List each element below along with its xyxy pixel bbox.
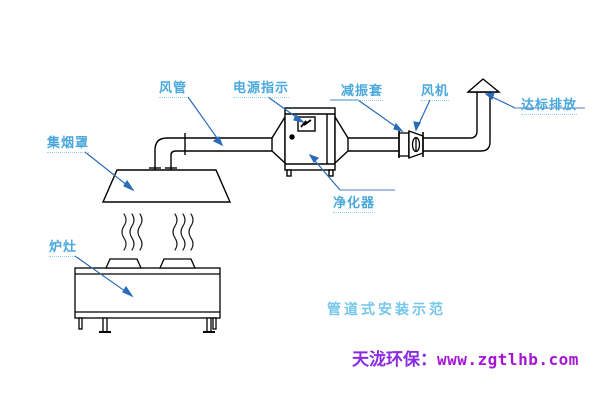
label-power-indicator: 电源指示	[233, 81, 290, 98]
stove-burner-right	[158, 258, 197, 269]
exhaust-duct-group	[423, 100, 491, 152]
purifier-foot-right	[328, 169, 334, 177]
pointer-fan-head	[413, 121, 421, 132]
stove-burner-left	[104, 258, 143, 269]
stack-cap-roof	[466, 78, 501, 93]
watermark: 天泷环保：www.zgtlhb.com	[352, 345, 579, 370]
label-fan: 风机	[421, 84, 450, 101]
duct-group	[149, 133, 272, 170]
pointer-duct	[187, 96, 223, 146]
pointer-stove	[74, 255, 133, 297]
smoke-wave-5	[180, 213, 186, 251]
smoke-wave-3	[137, 213, 143, 251]
purifier-foot-left	[286, 169, 292, 177]
pointer-hood-head	[123, 179, 135, 192]
pointer-exhaust-head	[484, 92, 495, 101]
duct-elbow-outer	[154, 137, 175, 170]
stove-group	[74, 258, 221, 333]
purifier-group	[271, 107, 349, 177]
pointer-duct-head	[212, 136, 224, 147]
duct-elbow-inner	[170, 150, 182, 170]
pointer-lines	[74, 92, 516, 298]
power-indicator-icon	[300, 119, 312, 128]
pointer-stove-head	[122, 285, 134, 298]
fan-assembly-group	[398, 130, 424, 159]
stove-leg-right-rear	[212, 317, 217, 330]
smoke-wave-6	[188, 213, 194, 251]
hood-group	[101, 169, 232, 203]
diagram-title: 管道式安装示范	[327, 302, 446, 318]
label-damper-sleeve: 减振套	[341, 84, 384, 101]
pointer-purifier-head	[308, 153, 320, 163]
exhaust-duct-top	[423, 100, 478, 139]
label-stove: 炉灶	[49, 240, 78, 257]
purifier-outlet-cone	[334, 114, 349, 165]
stove-leg-left-rear	[78, 317, 83, 330]
stove-body	[74, 267, 221, 319]
watermark-company: 天泷环保：	[352, 350, 437, 370]
hood-trapezoid	[101, 169, 232, 203]
exhaust-cap-group	[466, 78, 501, 100]
pointer-damper-head	[393, 122, 404, 133]
smoke-group	[121, 213, 194, 251]
label-hood: 集烟罩	[47, 136, 90, 153]
label-exhaust: 达标排放	[521, 98, 578, 115]
label-purifier: 净化器	[333, 196, 376, 213]
stove-leg-left	[102, 317, 108, 333]
pointer-power-head	[293, 113, 305, 124]
label-duct: 风管	[159, 81, 188, 98]
purifier-inlet-cone	[271, 114, 286, 165]
exhaust-duct-bottom	[423, 100, 491, 152]
stove-leg-right	[206, 317, 212, 333]
mid-duct-group	[348, 137, 399, 152]
damper-sleeve	[398, 132, 410, 157]
watermark-url: www.zgtlhb.com	[437, 350, 579, 369]
smoke-wave-1	[121, 213, 127, 251]
smoke-wave-2	[129, 213, 135, 251]
smoke-wave-4	[172, 213, 178, 251]
purifier-latch-dot	[289, 134, 295, 140]
